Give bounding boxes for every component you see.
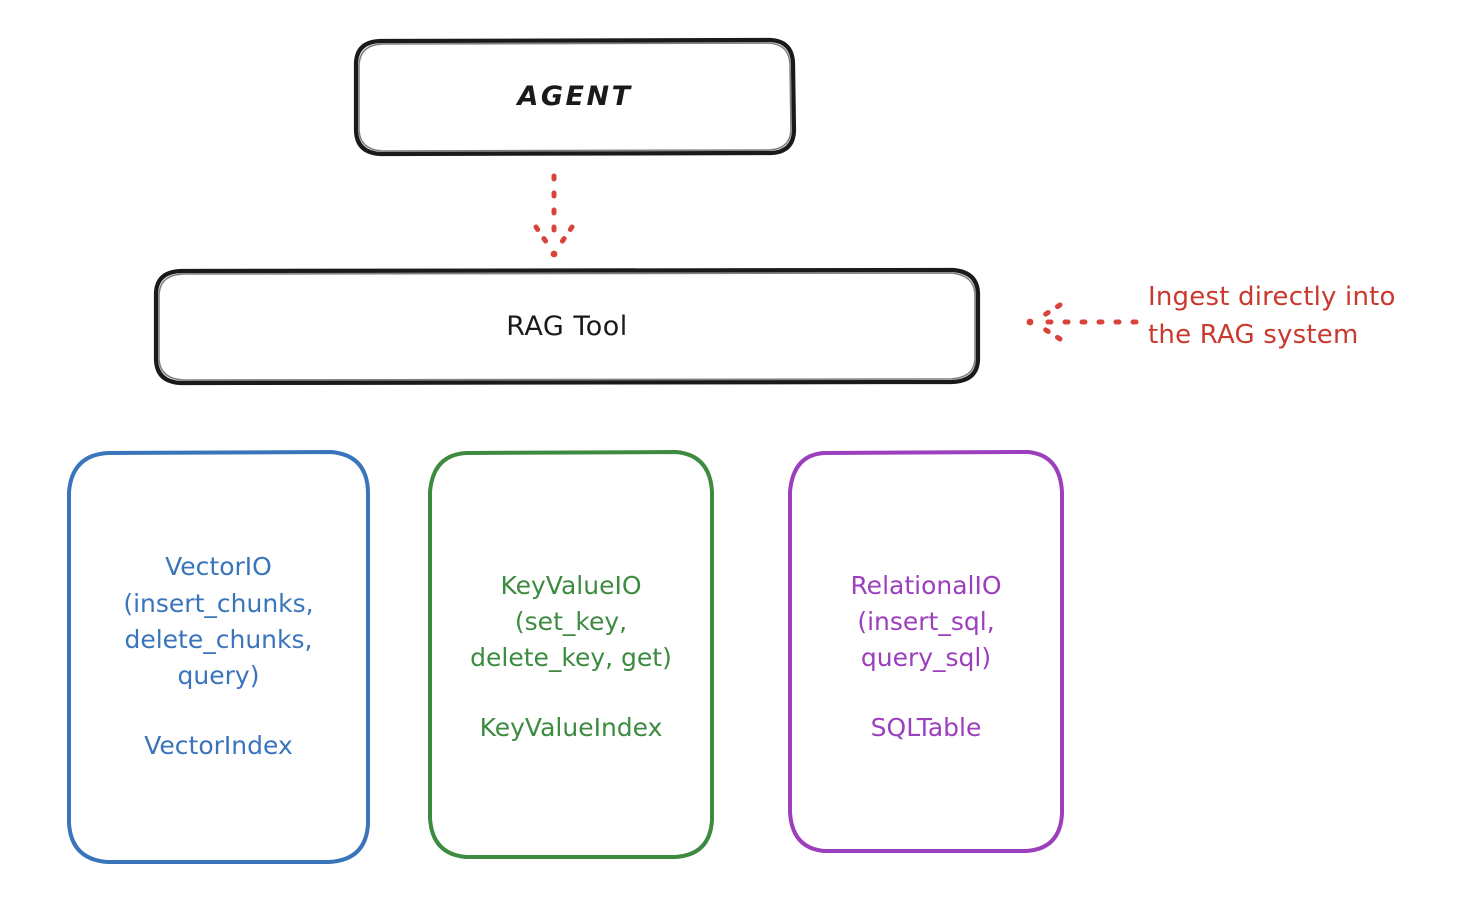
node-agent-label: AGENT — [517, 81, 633, 113]
ingest-note-connector — [1026, 302, 1139, 342]
relational-io-api-label: RelationalIO (insert_sql, query_sql) — [850, 570, 1002, 673]
agent-to-rag-tool-connector — [533, 173, 575, 258]
key-value-io-api-label: KeyValueIO (set_key, delete_key, get) — [470, 570, 672, 673]
node-agent[interactable]: AGENT — [356, 40, 794, 154]
node-relational-io[interactable]: RelationalIO (insert_sql, query_sql) SQL… — [790, 452, 1062, 862]
node-rag-tool[interactable]: RAG Tool — [156, 270, 978, 383]
node-vector-io[interactable]: VectorIO (insert_chunks, delete_chunks, … — [69, 452, 368, 862]
node-rag-tool-label: RAG Tool — [506, 310, 628, 342]
key-value-io-index-label: KeyValueIndex — [479, 713, 663, 743]
relational-io-index-label: SQLTable — [870, 713, 982, 743]
annotation-ingest-note: Ingest directly into the RAG system — [1148, 282, 1396, 350]
vector-io-api-label: VectorIO (insert_chunks, delete_chunks, … — [123, 552, 314, 691]
vector-io-index-label: VectorIndex — [144, 731, 293, 761]
node-key-value-io[interactable]: KeyValueIO (set_key, delete_key, get) Ke… — [430, 452, 712, 862]
